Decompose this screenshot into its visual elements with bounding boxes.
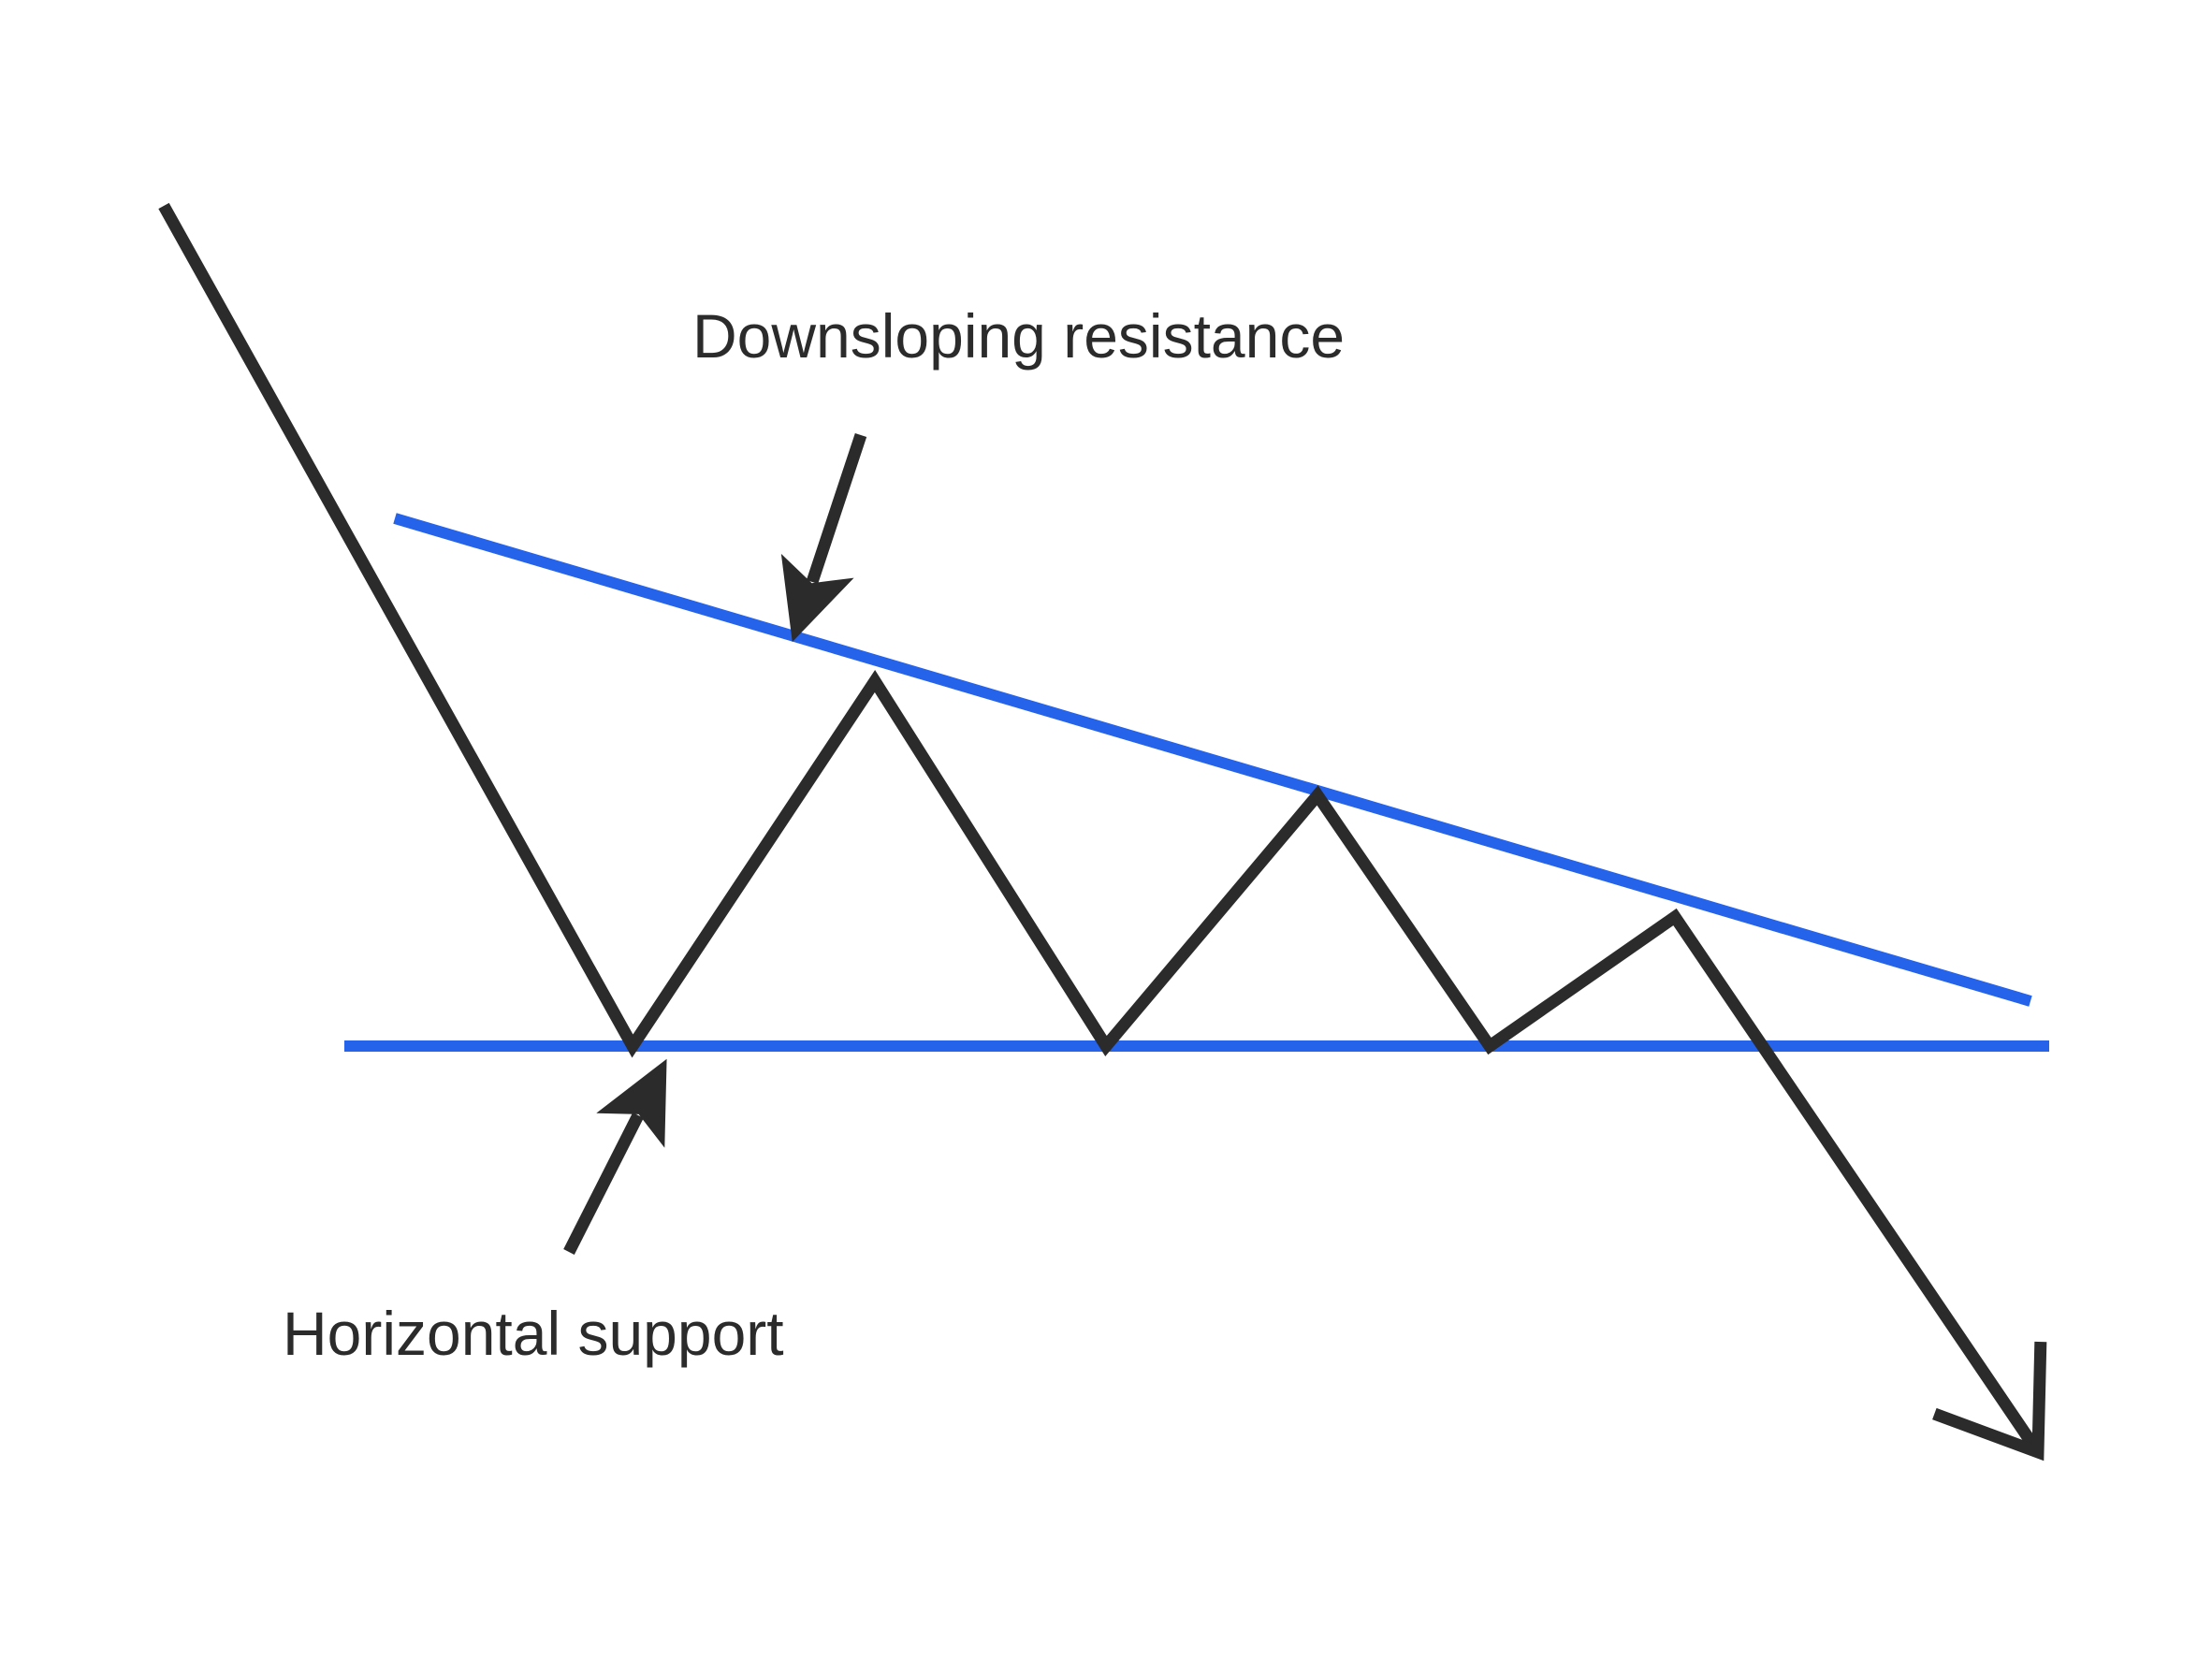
support-pointer-arrow-icon	[563, 1058, 667, 1255]
support-annotation-label: Horizontal support	[283, 1299, 784, 1368]
price-action-line	[158, 202, 2044, 1456]
resistance-pointer-arrow-icon	[780, 432, 867, 643]
breakdown-arrow-icon	[1932, 1341, 2047, 1462]
resistance-annotation-label: Downsloping resistance	[692, 301, 1346, 371]
downsloping-resistance-trendline	[393, 513, 2032, 1007]
